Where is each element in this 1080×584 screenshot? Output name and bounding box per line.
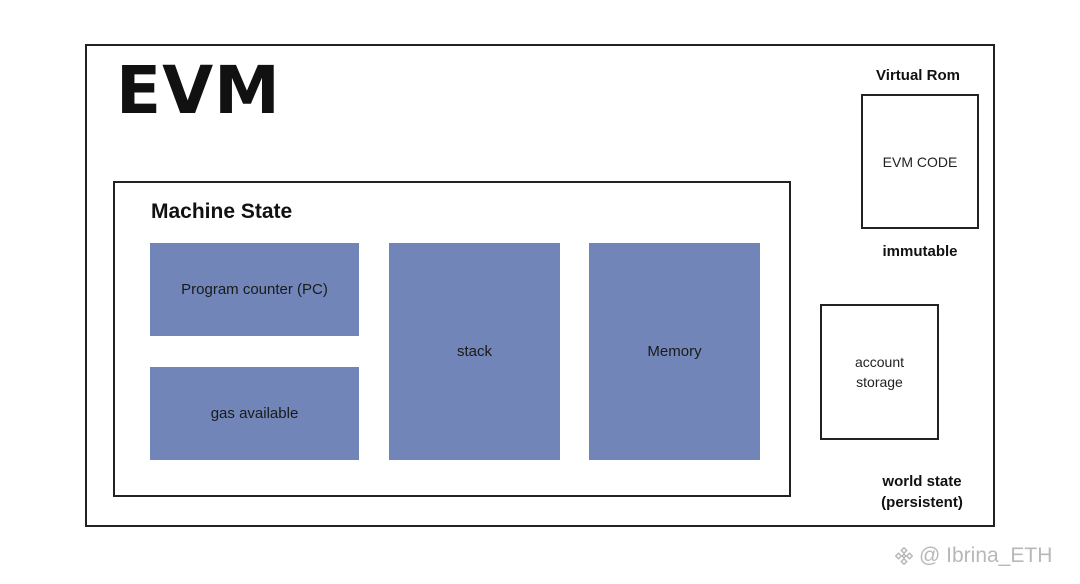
evm-title: EVM [116, 52, 281, 129]
machine-state-frame [113, 181, 791, 497]
gas-available-label: gas available [210, 405, 299, 422]
account-storage-line2: storage [856, 374, 903, 390]
memory-label: Memory [647, 343, 702, 360]
world-state-line2: (persistent) [881, 494, 963, 511]
evm-code-label: EVM CODE [882, 153, 958, 170]
account-storage-line1: account [854, 354, 905, 370]
watermark: @ Ibrina_ETH [893, 544, 1052, 568]
memory-block: Memory [589, 243, 760, 460]
world-state-line1: world state [882, 473, 962, 490]
watermark-text: @ Ibrina_ETH [919, 544, 1053, 567]
machine-state-title: Machine State [151, 200, 293, 223]
program-counter-block: Program counter (PC) [150, 243, 359, 336]
binance-logo-icon [893, 545, 915, 567]
evm-code-box: EVM CODE [861, 94, 979, 229]
evm-frame [85, 44, 995, 527]
virtual-rom-label: Virtual Rom [876, 67, 960, 84]
stack-block: stack [389, 243, 560, 460]
gas-available-block: gas available [150, 367, 359, 460]
immutable-label: immutable [882, 243, 958, 260]
account-storage-box: account storage [820, 304, 939, 440]
world-state-label: world state (persistent) [862, 471, 982, 513]
stack-label: stack [456, 343, 492, 360]
program-counter-label: Program counter (PC) [181, 281, 328, 298]
